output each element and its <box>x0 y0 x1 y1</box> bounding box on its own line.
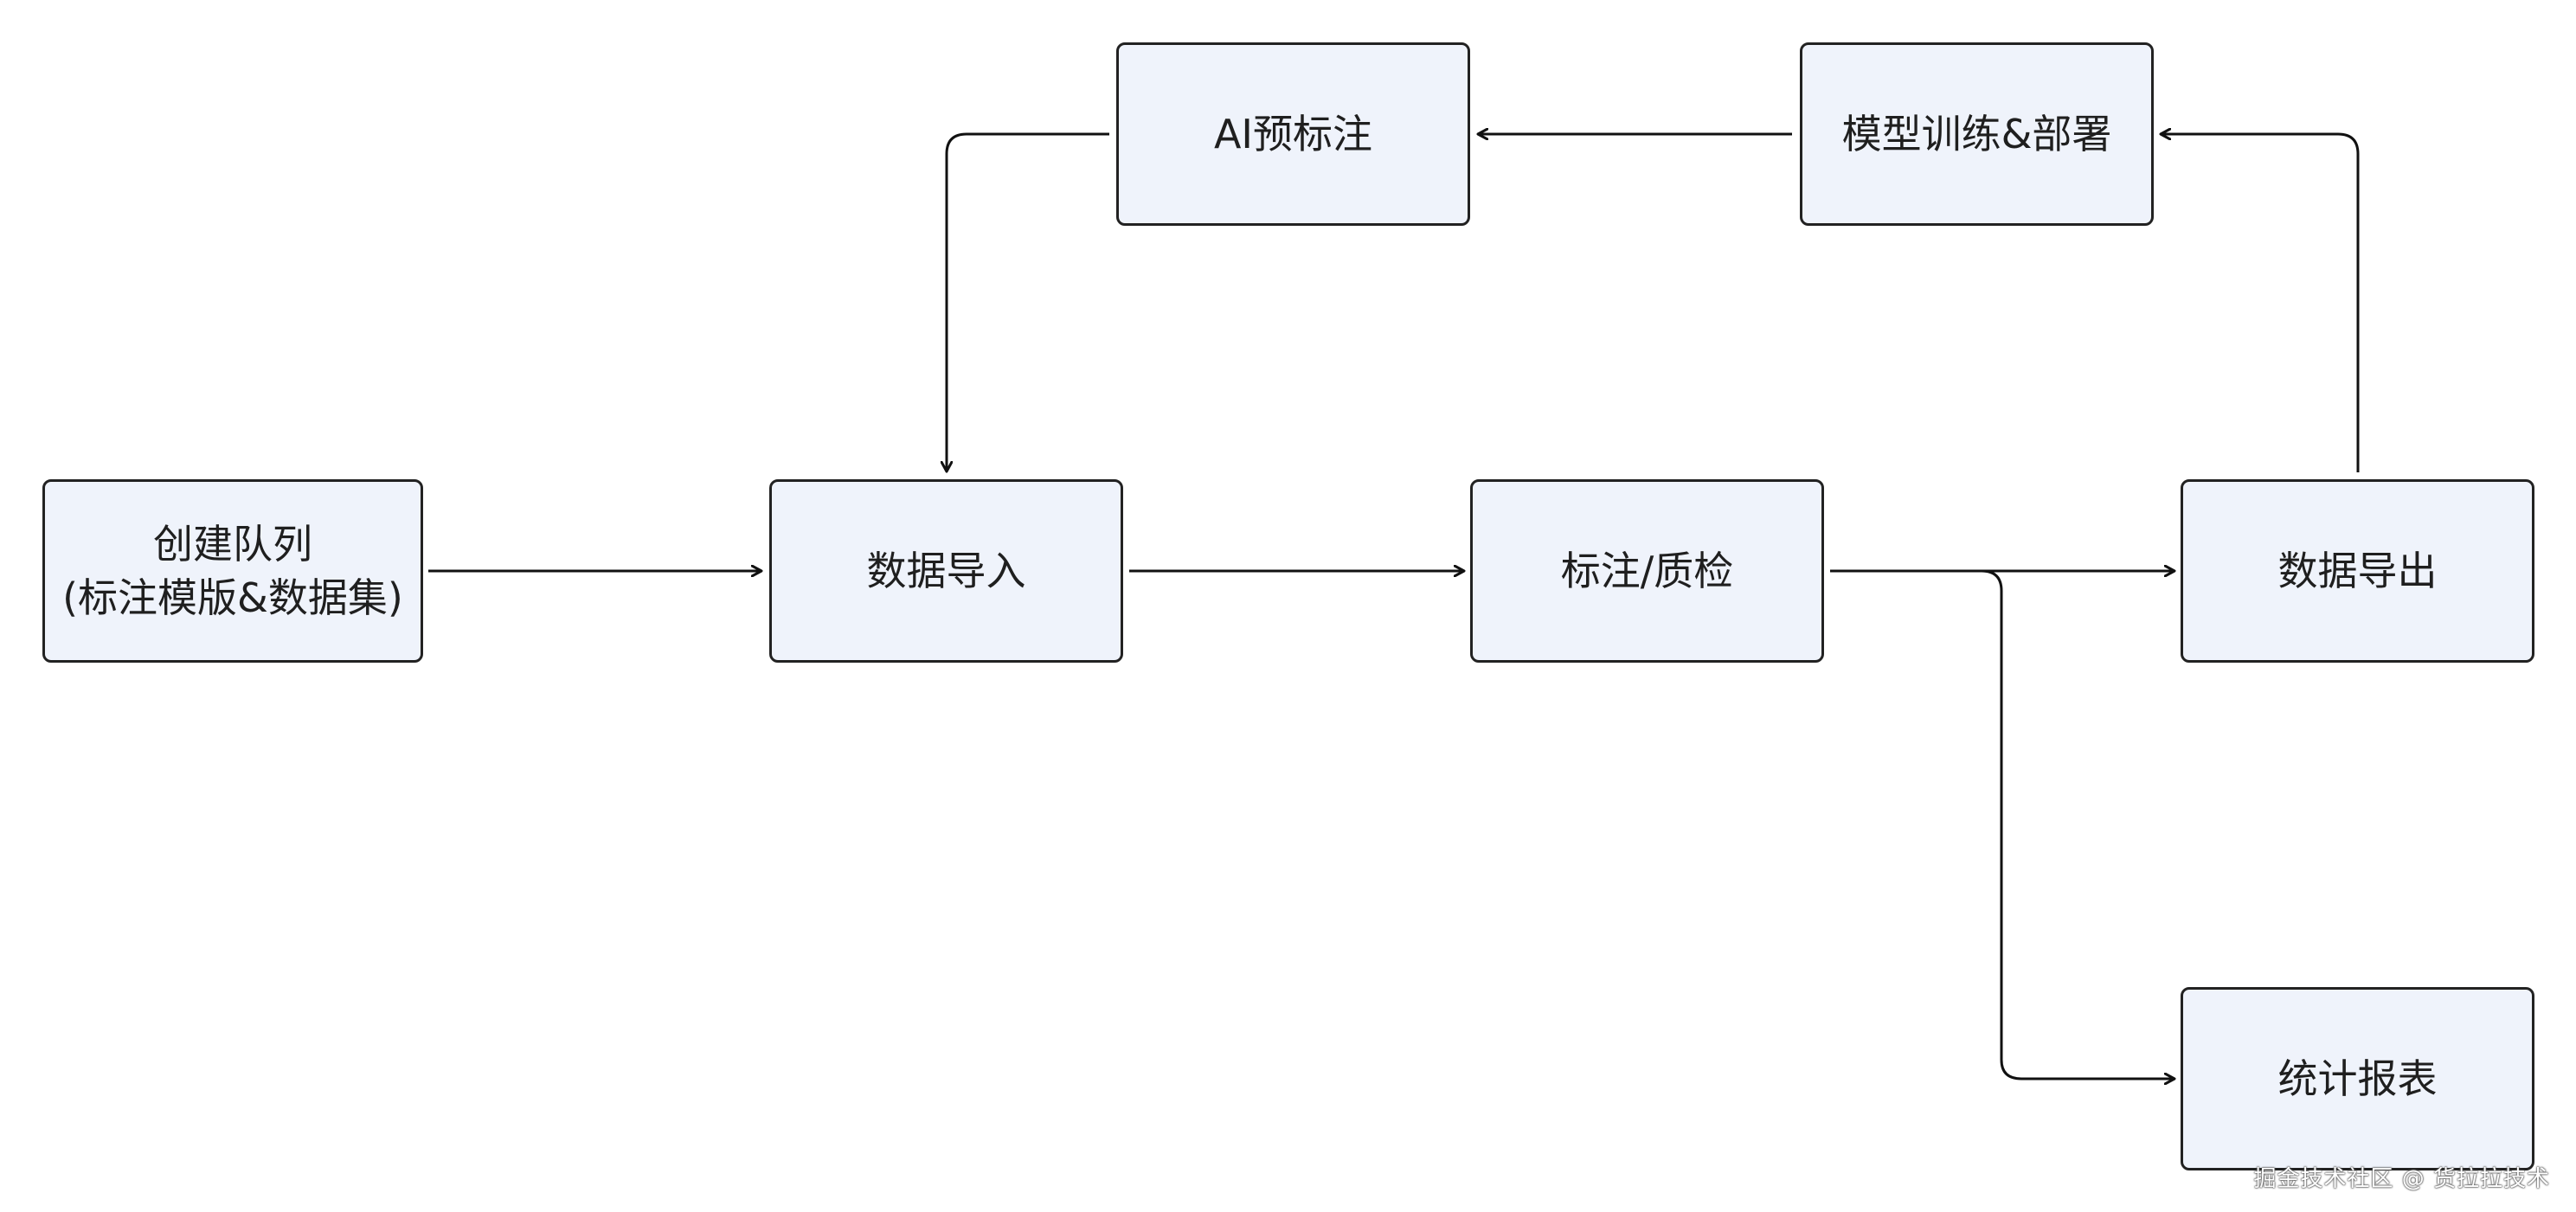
edge-data-export-to-model-train-deploy <box>2161 134 2360 472</box>
node-data-export-label: 数据导出 <box>2277 547 2438 594</box>
node-ai-prelabel-label: AI预标注 <box>1213 110 1373 157</box>
node-stat-report-label: 统计报表 <box>2277 1055 2438 1102</box>
node-label-qc-label: 标注/质检 <box>1560 547 1734 594</box>
node-model-train-deploy-label: 模型训练&部署 <box>1841 110 2112 157</box>
node-create-queue-title: 创建队列 <box>152 520 312 568</box>
watermark: 掘金技术社区 @ 货拉拉技术 <box>2253 1166 2550 1192</box>
edge-ai-prelabel-to-data-import <box>947 132 1109 471</box>
node-data-import[interactable]: 数据导入 <box>769 479 1123 663</box>
node-ai-prelabel[interactable]: AI预标注 <box>1116 42 1470 226</box>
node-data-export[interactable]: 数据导出 <box>2181 479 2534 663</box>
edge-label-qc-to-stat-report <box>1981 569 2175 1079</box>
node-stat-report[interactable]: 统计报表 <box>2181 987 2534 1170</box>
node-data-import-label: 数据导入 <box>866 547 1026 594</box>
node-create-queue-subtitle: (标注模版&数据集) <box>62 574 403 621</box>
node-model-train-deploy[interactable]: 模型训练&部署 <box>1800 42 2154 226</box>
node-label-qc[interactable]: 标注/质检 <box>1470 479 1824 663</box>
node-create-queue[interactable]: 创建队列 (标注模版&数据集) <box>42 479 423 663</box>
